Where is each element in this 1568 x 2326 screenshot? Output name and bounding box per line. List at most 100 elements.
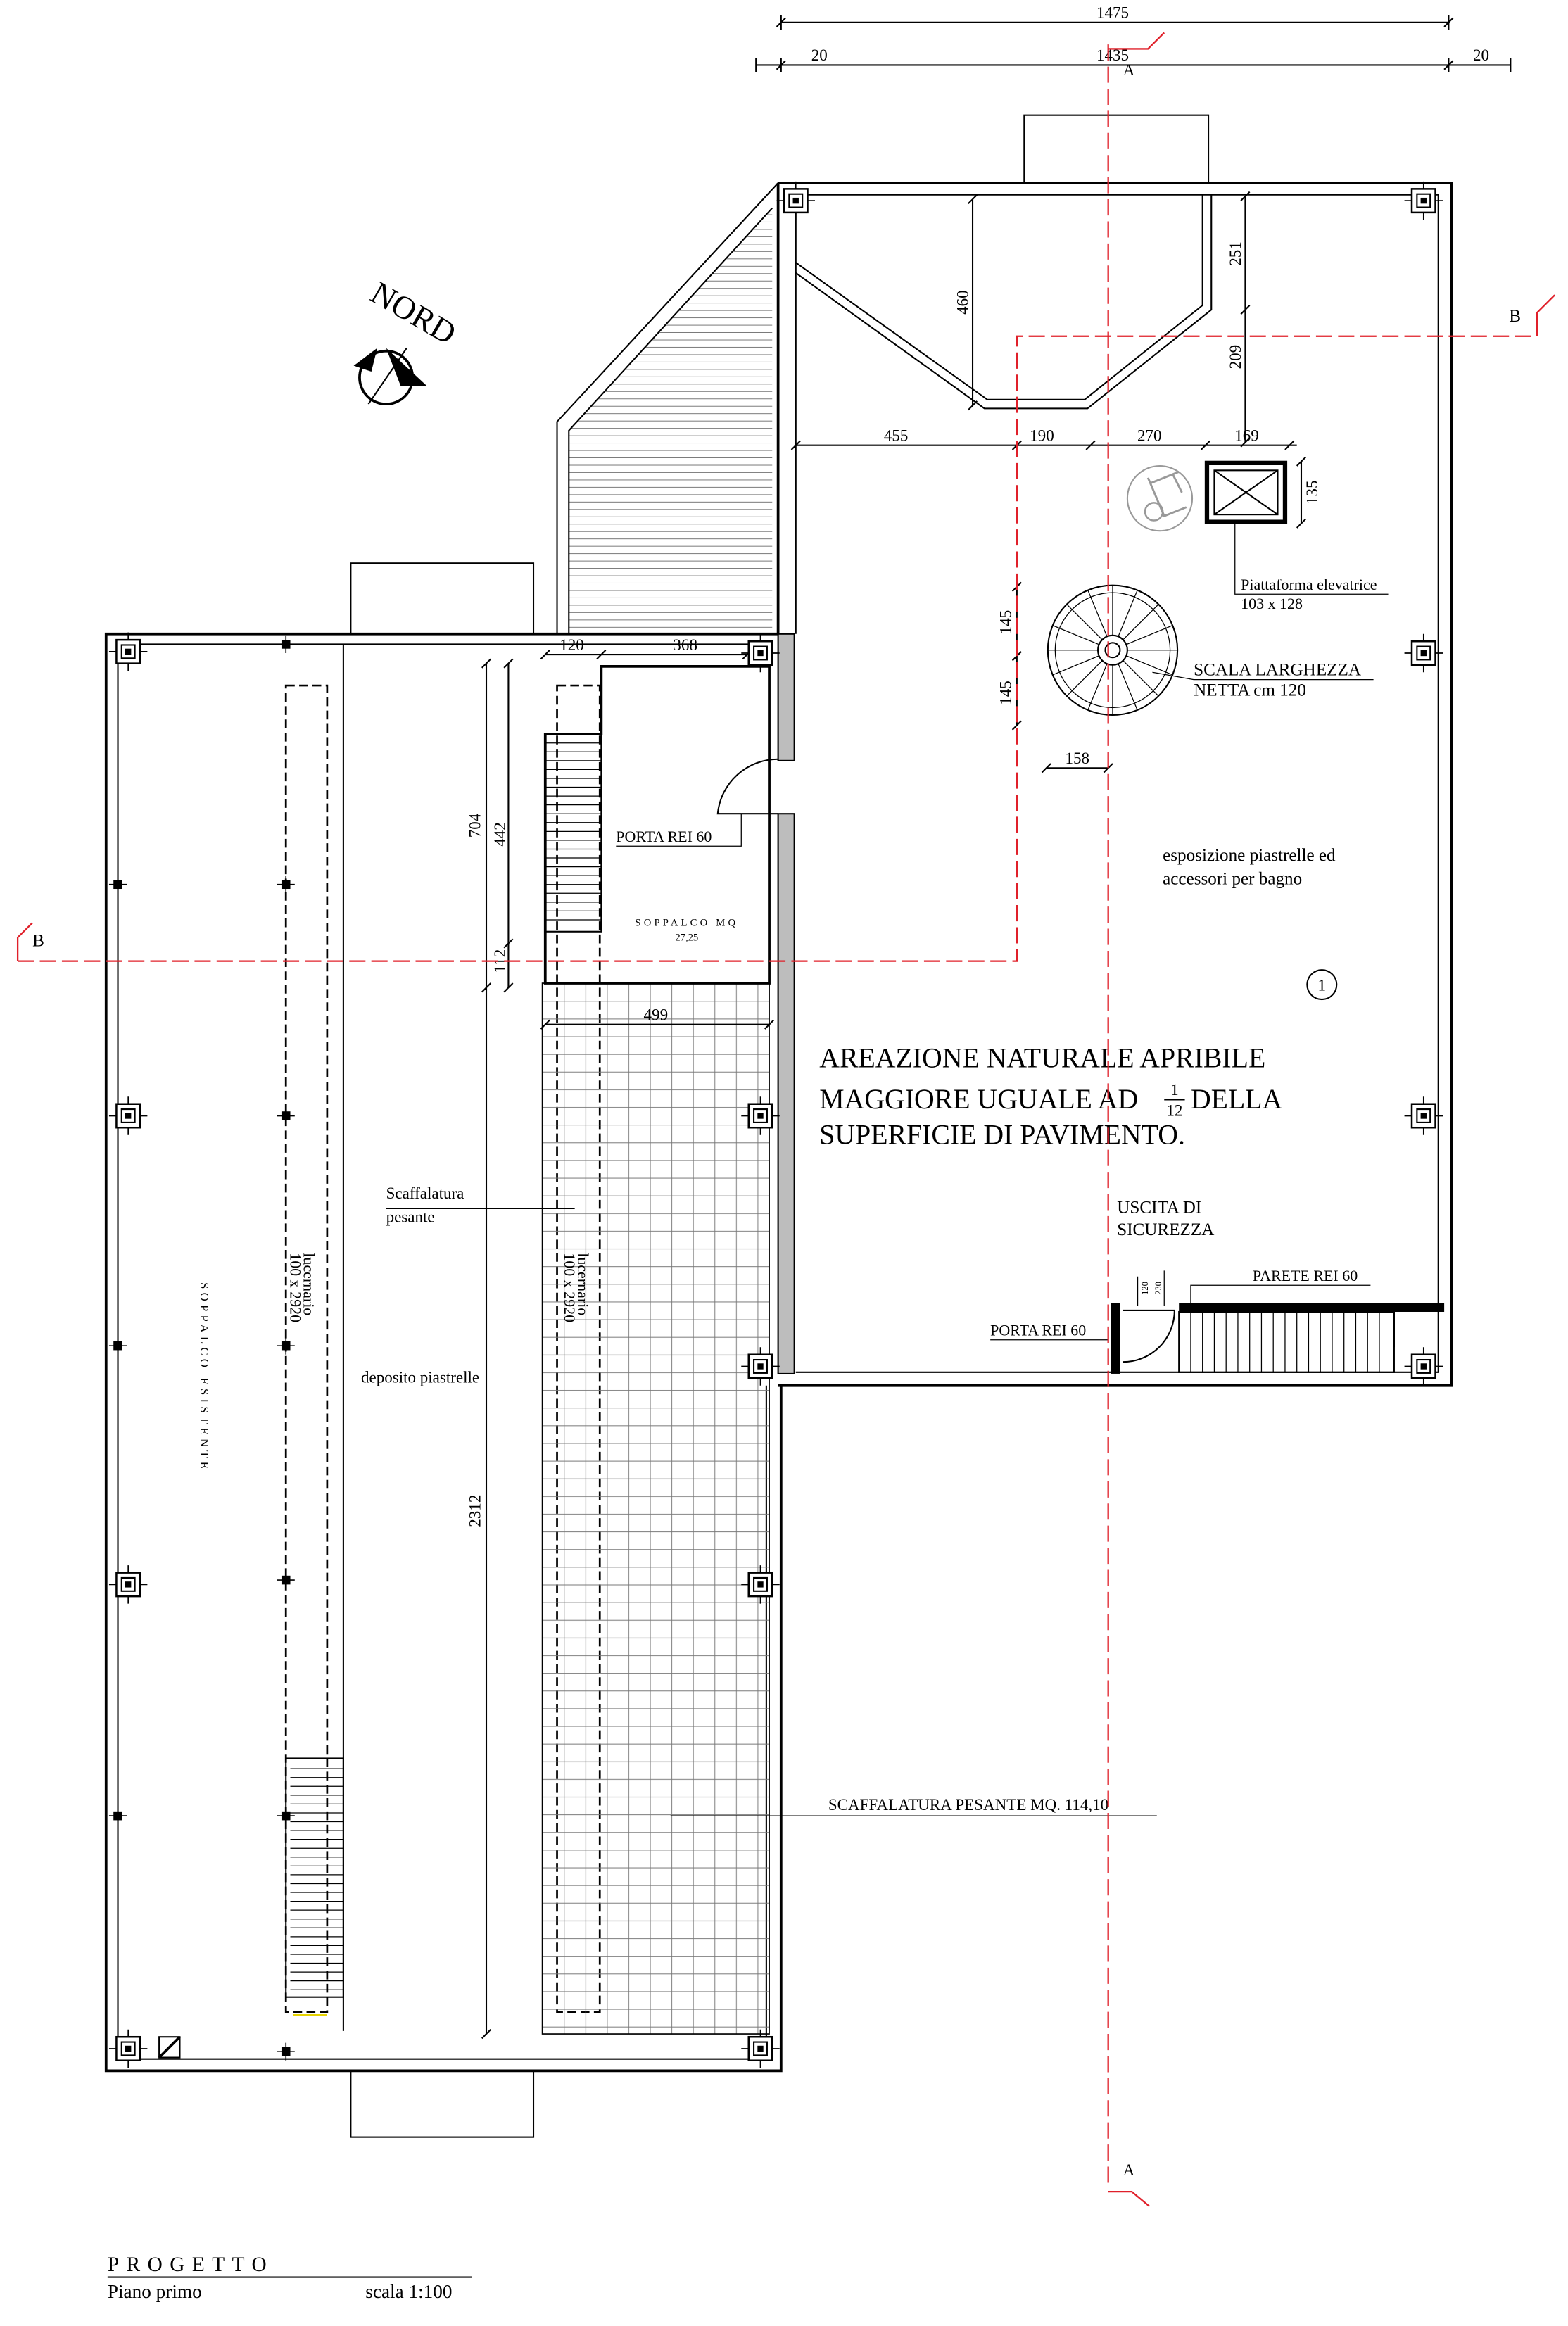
dimension-line-void-depth [968,194,978,411]
shelving-area-label: SCAFFALATURA PESANTE MQ. 114,10 [828,1795,1108,1814]
fire-door-jamb [1111,1303,1120,1374]
dimension-label-mezz-width: 499 [644,1005,669,1023]
dimension-label-exit-small-a: 120 [1140,1282,1150,1295]
title-block: PROGETTO Piano primo scala 1:100 [108,2254,472,2302]
east-wing-inner-wall [795,194,1439,1373]
dimension-label-margin-right: 20 [1473,46,1489,64]
lift-name-label: Piattaforma elevatrice [1241,576,1377,593]
emergency-exit-label-line1: USCITA DI [1117,1199,1201,1218]
wheelchair-icon-wheel [1144,502,1164,522]
dimension-line-inner [755,58,1512,72]
shelving-label-line2: pesante [386,1207,435,1225]
fire-wall [1179,1303,1445,1312]
skylight-left-label: lucernario [300,1253,317,1315]
pillar [276,1336,296,1355]
existing-mezzanine-label: SOPPALCO ESISTENTE [198,1282,211,1472]
skylight-right-label: lucernario [574,1253,592,1315]
spiral-stair-treads [1047,585,1178,715]
sloped-roof [556,182,779,634]
east-wing-outer-wall [778,182,1453,1387]
dimension-label-void-offset-top: 251 [1226,241,1244,266]
west-stair-treads [290,1768,343,1990]
column [1403,1346,1444,1386]
column [108,631,148,672]
dimension-line-west-total [481,658,492,2040]
west-stair [285,1757,344,2016]
pillar [108,1336,127,1355]
dimension-label-stair-upper: 145 [996,610,1014,635]
heavy-shelving-area [541,982,770,2035]
dimension-label-overall: 1475 [1096,3,1129,21]
dimension-line-overall [776,15,1454,30]
ventilation-fraction-numerator: 1 [1170,1080,1179,1099]
skylight-right-size: 100 x 2920 [561,1253,578,1322]
west-stair-outline [285,1757,344,1998]
mezzanine-room: SOPPALCO MQ 27,25 PORTA REI 60 [543,664,778,985]
dimension-label-void-offset-bottom: 209 [1226,345,1244,369]
fire-door-swing-east [1123,1309,1175,1363]
north-arrow-head-icon [386,348,428,386]
sloped-roof-hatch [569,209,773,631]
column [1403,633,1444,674]
north-label: NORD [365,274,462,351]
dimension-label-lift: 135 [1303,480,1321,505]
section-a-label-top: A [1123,61,1135,79]
stair-width-label: SCALA LARGHEZZA [1194,660,1361,679]
dimension-line-mezzanine-top [540,650,752,660]
column [776,180,816,221]
project-label: PROGETTO [108,2254,274,2276]
void-outline-inner [795,194,1203,400]
column [108,1564,148,1605]
dimension-line-mezzanine-width [540,1019,775,1030]
floor-label: Piano primo [108,2281,202,2302]
room-number: 1 [1318,976,1327,994]
shaft-box [158,2036,181,2059]
pillar [276,1570,296,1590]
dimension-line-mezzanine-depth [503,658,514,993]
column [740,2028,780,2069]
dimension-label-west-upper: 704 [466,813,484,838]
pillar [276,635,296,654]
stair-width-value: NETTA cm 120 [1194,681,1306,700]
west-roof-box-north [350,562,535,635]
lift-platform: 135 Piattaforma elevatrice 103 x 128 [1204,456,1389,612]
spiral-stair-core [1096,634,1128,666]
lift-size-label: 103 x 128 [1241,595,1303,612]
dimension-label-row-2: 190 [1030,426,1054,444]
lift-shaft [1204,460,1288,524]
dimension-label-margin-left: 20 [811,46,828,64]
column [1403,1096,1444,1136]
section-b: B B [16,294,1555,962]
section-a-marker-bottom [1108,2190,1151,2207]
storage-label: deposito piastrelle [361,1368,479,1386]
fire-wall-label: PARETE REI 60 [1253,1267,1358,1284]
dimension-label-void-depth: 460 [954,290,972,315]
section-b-label-left: B [32,932,44,951]
column [108,2028,148,2069]
shaft-box-diagonal [158,2035,181,2059]
sloped-roof-edge [556,182,779,634]
section-b-label-right: B [1509,307,1521,326]
dimension-label-stair-offset: 158 [1065,749,1089,767]
fire-door-label-east: PORTA REI 60 [990,1321,1086,1339]
west-wing-dimensions: 120 368 704 2312 442 112 499 [466,636,775,2040]
east-wing-walls [776,182,1453,1387]
dimension-label-west-total: 2312 [466,1495,484,1527]
ventilation-note-line3: SUPERFICIE DI PAVIMENTO. [819,1119,1185,1150]
lift-leader-line [1234,523,1389,595]
section-a-label-bottom: A [1123,2161,1135,2179]
dimension-label-row-3: 270 [1137,426,1162,444]
section-b-marker-right [1536,294,1555,336]
pillar [276,875,296,895]
ventilation-note-line1: AREAZIONE NATURALE APRIBILE [819,1042,1265,1073]
section-b-line [18,335,1538,962]
row-dimension: 455 190 270 169 [790,426,1297,450]
scale-label: scala 1:100 [365,2281,452,2302]
dimension-line-exit-small [1137,1270,1165,1306]
dimension-label-mezz-stair-width: 120 [559,636,584,654]
ventilation-fraction-denominator: 12 [1166,1101,1182,1119]
partition-wall-lower [777,813,795,1374]
dimension-label-row-1: 455 [884,426,909,444]
column [1403,180,1444,221]
wheelchair-icon-frame [1146,471,1187,518]
